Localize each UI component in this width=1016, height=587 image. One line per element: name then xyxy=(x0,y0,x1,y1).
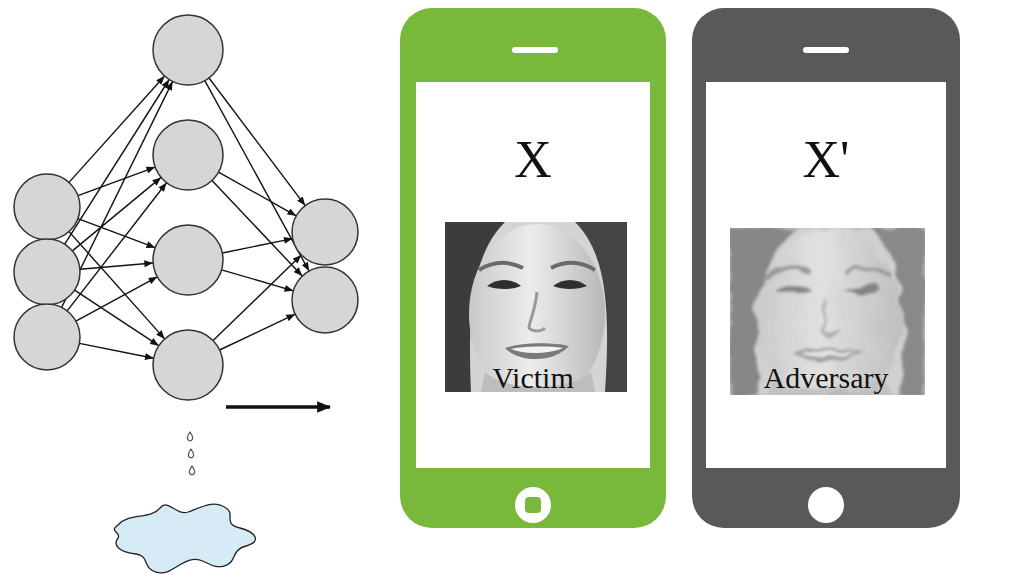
reconstructed-face xyxy=(730,228,925,395)
network-link xyxy=(67,183,166,311)
network-link xyxy=(219,172,297,216)
network-link xyxy=(69,232,165,339)
network-link xyxy=(78,219,155,248)
neuron xyxy=(153,15,223,85)
phone-node: X Victim xyxy=(400,8,666,580)
network-link xyxy=(75,290,159,346)
neuron xyxy=(14,304,80,370)
home-button-inner xyxy=(525,497,541,513)
network-link xyxy=(222,270,294,291)
network-link xyxy=(80,263,153,269)
network-connections xyxy=(62,76,310,358)
phone-speaker xyxy=(515,47,555,53)
neuron xyxy=(14,174,80,240)
neuron xyxy=(14,239,80,305)
network-link xyxy=(65,80,170,245)
drop xyxy=(188,449,193,458)
leak-arrow xyxy=(226,405,330,409)
network-link xyxy=(209,78,305,206)
phone-body xyxy=(400,8,666,528)
neuron xyxy=(292,199,358,265)
neuron xyxy=(292,267,358,333)
neuron xyxy=(153,225,223,295)
phone-caption: Victim xyxy=(400,360,666,396)
phone-node: X' Adversary xyxy=(692,8,960,580)
network-link xyxy=(69,76,165,182)
phone-speaker xyxy=(806,47,846,53)
phone-body xyxy=(692,8,960,528)
neuron xyxy=(153,120,223,190)
network-link xyxy=(79,343,153,358)
drop xyxy=(189,466,194,475)
network-link xyxy=(62,81,173,307)
image-label: X' xyxy=(692,130,960,190)
network-link xyxy=(222,239,292,253)
image-label: X xyxy=(400,130,666,190)
network-link xyxy=(213,255,301,341)
home-button xyxy=(515,487,551,523)
drop xyxy=(187,432,192,441)
network-link xyxy=(72,177,161,251)
network-link xyxy=(212,180,302,276)
network-link xyxy=(220,314,296,350)
network-link xyxy=(76,277,157,321)
home-button xyxy=(808,487,844,523)
network-link xyxy=(78,167,155,196)
network-neurons xyxy=(14,15,358,400)
leak-drops xyxy=(187,432,194,475)
phone-caption: Adversary xyxy=(692,360,960,396)
network-link xyxy=(205,81,309,271)
neuron xyxy=(153,330,223,400)
data-puddle xyxy=(114,504,255,573)
phone-case xyxy=(692,8,960,528)
phone-case xyxy=(400,8,666,528)
victim-face xyxy=(445,222,627,392)
